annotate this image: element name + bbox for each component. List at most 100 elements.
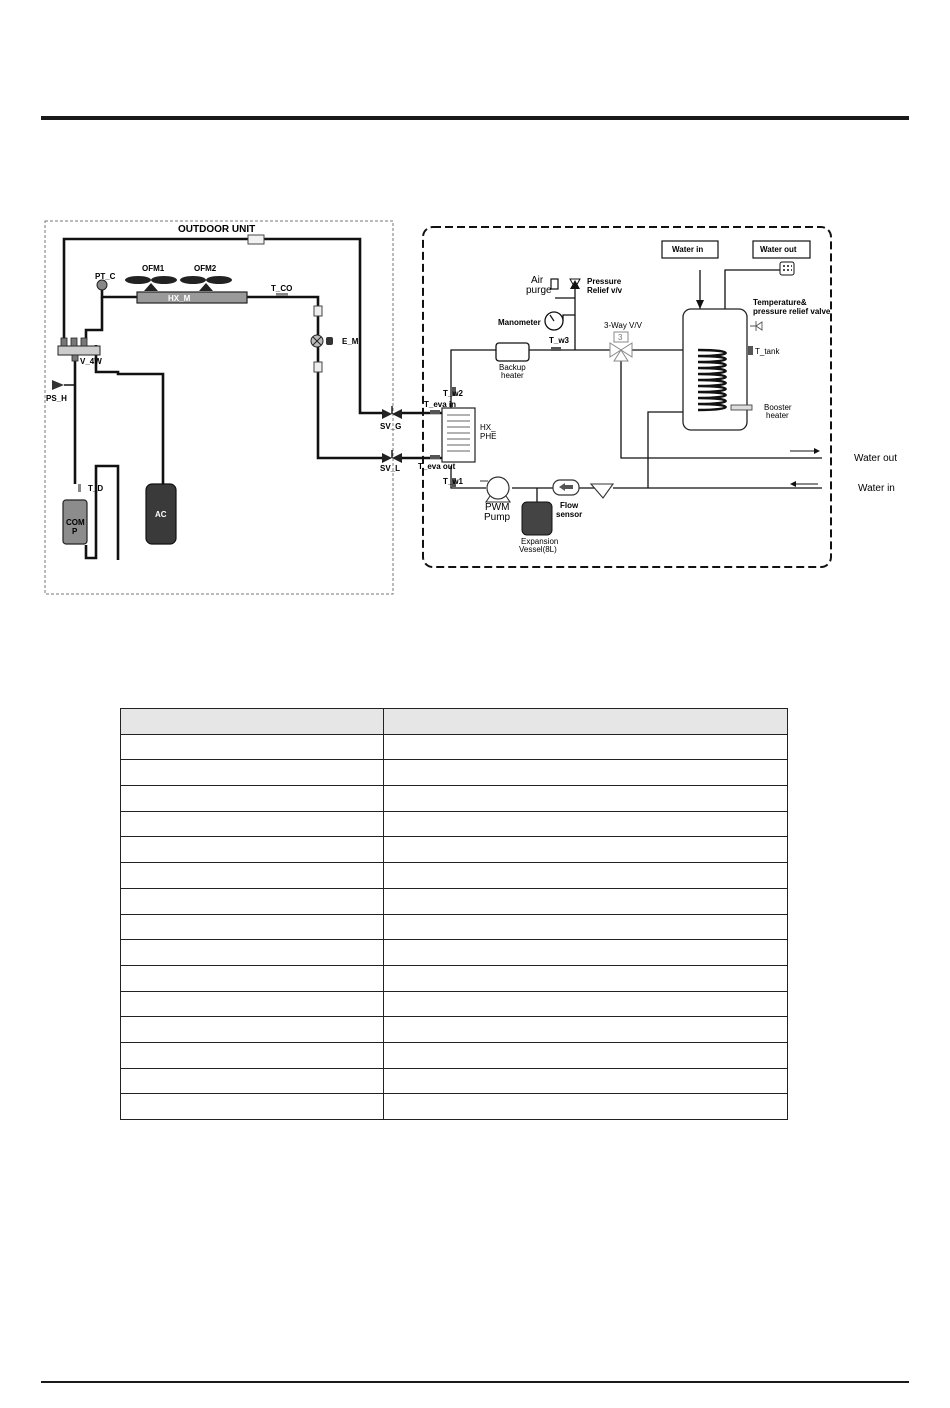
label-expansion-vessel-line1: Expansion: [521, 537, 558, 546]
table-cell: [383, 733, 788, 761]
label-air-purge-line2: purge: [526, 285, 552, 296]
label-e-m: E_M: [342, 337, 359, 346]
sensor-t-tank: [748, 346, 753, 355]
label-water-out-box: Water out: [760, 245, 797, 254]
table-cell: [120, 1067, 384, 1095]
label-ps-h: PS_H: [46, 394, 67, 403]
backup-heater: [495, 342, 530, 362]
service-valve-liquid-icon: [382, 450, 402, 463]
water-in-box: [661, 240, 719, 259]
label-three-way-valve: 3-Way V/V: [604, 321, 643, 330]
table-cell: [383, 913, 788, 941]
table-cell: [383, 1093, 788, 1120]
sensor-t-eva-out: [430, 455, 440, 459]
table-cell: [120, 1093, 384, 1120]
eev-actuator: [326, 337, 333, 345]
label-booster-heater-line1: Booster: [764, 403, 792, 412]
label-sv-l: SV_L: [380, 464, 400, 473]
heat-exchanger-hx-m: [136, 291, 248, 304]
label-three-way-valve-mark: 3: [618, 333, 623, 342]
table-row: [120, 733, 788, 761]
table-row: [120, 887, 788, 915]
bottom-rule: [41, 1381, 909, 1383]
label-flow-sensor-line2: sensor: [556, 510, 582, 519]
label-t-eva-out: T_eva out: [418, 462, 456, 471]
label-flow-sensor-line1: Flow: [560, 501, 579, 510]
sensor-t-w3: [551, 347, 561, 351]
label-ofm1: OFM1: [142, 264, 165, 273]
three-way-valve-icon: [609, 331, 633, 362]
table-row: [120, 862, 788, 889]
table-row: [120, 990, 788, 1018]
label-ac: AC: [155, 510, 167, 519]
spec-table: [120, 708, 788, 1120]
label-backup-heater-line1: Backup: [499, 363, 526, 372]
table-cell: [383, 785, 788, 812]
table-cell: [383, 836, 788, 864]
water-in-arrow: [696, 300, 704, 309]
label-t-w2: T_w2: [443, 389, 464, 398]
temp-pressure-relief-valve-icon: [750, 321, 763, 331]
table-cell: [383, 759, 788, 787]
table-cell: [120, 733, 384, 761]
table-cell: [120, 964, 384, 992]
filter-lower: [313, 361, 323, 373]
label-comp-line1: COM: [66, 518, 85, 527]
service-valve-gas-icon: [382, 406, 402, 419]
flow-sensor-icon: [552, 479, 580, 496]
table-cell: [383, 1041, 788, 1069]
strainer-icon: [589, 483, 615, 499]
table-row: [120, 1016, 788, 1043]
table-header-cell: [383, 708, 788, 735]
hot-water-tank: [682, 308, 753, 431]
table-row: [120, 759, 788, 787]
label-t-tank: T_tank: [755, 347, 780, 356]
shower-head-icon: [779, 261, 795, 276]
table-cell: [383, 887, 788, 915]
label-pressure-relief-line2: Relief v/v: [587, 286, 623, 295]
filter-upper: [313, 305, 323, 317]
table-cell: [120, 1016, 384, 1043]
table-cell: [120, 990, 384, 1018]
label-comp-line2: P: [72, 527, 78, 536]
table-header-row: [120, 708, 788, 735]
sensor-t-co: [276, 293, 288, 296]
sensor-t-w2: [452, 387, 456, 396]
label-backup-heater-line2: heater: [501, 371, 524, 380]
label-t-co: T_CO: [271, 284, 292, 293]
table-header-cell: [120, 708, 384, 735]
table-cell: [383, 964, 788, 992]
table-cell: [120, 887, 384, 915]
table-row: [120, 1067, 788, 1095]
label-temp-relief-line1: Temperature&: [753, 298, 807, 307]
label-water-in-side: Water in: [858, 483, 895, 494]
table-row: [120, 1093, 788, 1120]
label-pwm-pump-line2: Pump: [484, 512, 511, 523]
table-cell: [383, 939, 788, 966]
water-out-flow-arrow: [814, 448, 820, 454]
expansion-vessel: [521, 501, 553, 536]
pwm-pump-icon: [480, 476, 512, 503]
table-cell: [120, 785, 384, 812]
table-cell: [383, 862, 788, 889]
label-t-w1: T_w1: [443, 477, 464, 486]
table-cell: [383, 810, 788, 838]
outdoor-unit-boundary: [44, 220, 394, 595]
fan-motor-icon-ofm1: [125, 276, 177, 291]
hydro-unit-boundary: [422, 226, 832, 568]
label-booster-heater-line2: heater: [766, 411, 789, 420]
label-hx-m: HX_M: [168, 294, 191, 303]
outdoor-unit-title: OUTDOOR UNIT: [178, 224, 255, 235]
water-pipes: [450, 262, 822, 502]
table-cell: [383, 1067, 788, 1095]
table-cell: [120, 810, 384, 838]
label-pwm-pump-line1: PWM: [485, 502, 509, 513]
label-t-w3: T_w3: [549, 336, 570, 345]
label-manometer: Manometer: [498, 318, 541, 327]
label-pressure-relief-line1: Pressure: [587, 277, 622, 286]
label-v-4w: V_4W: [80, 357, 102, 366]
table-cell: [120, 862, 384, 889]
label-ofm2: OFM2: [194, 264, 217, 273]
compressor: [62, 499, 88, 545]
table-cell: [120, 1041, 384, 1069]
